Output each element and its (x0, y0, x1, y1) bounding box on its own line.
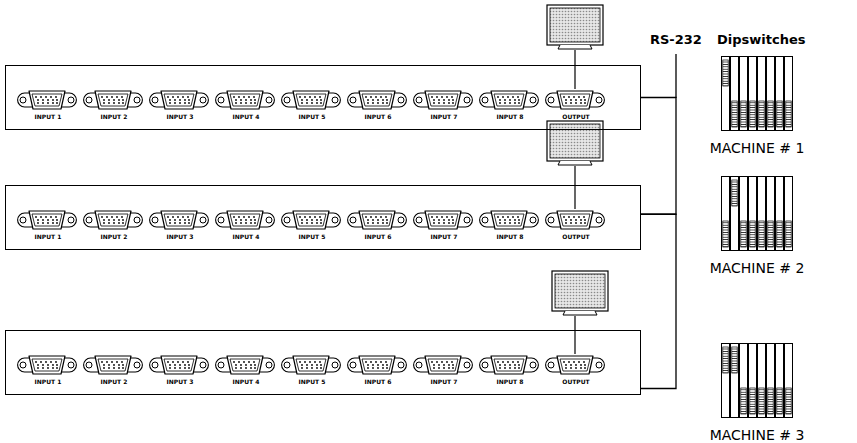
port-label: INPUT 4 (213, 378, 279, 385)
port-label: INPUT 6 (345, 378, 411, 385)
port-label: INPUT 2 (81, 113, 147, 120)
port-label: OUTPUT (543, 113, 609, 120)
rs232-line (641, 214, 676, 388)
port-label: INPUT 3 (147, 378, 213, 385)
port-label: OUTPUT (543, 378, 609, 385)
switcher-unit: INPUT 1INPUT 2INPUT 3INPUT 4INPUT 5INPUT… (5, 330, 641, 395)
port-label: INPUT 4 (213, 233, 279, 240)
port-label: INPUT 8 (477, 378, 543, 385)
port-label: INPUT 1 (15, 113, 81, 120)
port-label: INPUT 7 (411, 113, 477, 120)
port-label: INPUT 2 (81, 378, 147, 385)
machine-label: MACHINE # 3 (701, 427, 813, 443)
machine-label: MACHINE # 1 (701, 140, 813, 156)
port-label: INPUT 2 (81, 233, 147, 240)
port-label: INPUT 6 (345, 113, 411, 120)
port-label: INPUT 5 (279, 378, 345, 385)
port-label: INPUT 5 (279, 113, 345, 120)
dipswitch-block: MACHINE # 3 (721, 343, 793, 443)
dipswitch-block: MACHINE # 1 (721, 56, 793, 156)
vga-connector (18, 356, 605, 374)
port-label: INPUT 3 (147, 113, 213, 120)
switcher-unit: INPUT 1INPUT 2INPUT 3INPUT 4INPUT 5INPUT… (5, 65, 641, 130)
column-heading: Dipswitches (715, 32, 808, 47)
port-label: INPUT 7 (411, 233, 477, 240)
dipswitch-bank (722, 57, 793, 131)
port-label: INPUT 6 (345, 233, 411, 240)
vga-connector (18, 91, 605, 109)
vga-connector (18, 211, 605, 229)
dipswitch-block: MACHINE # 2 (721, 176, 793, 276)
port-label: OUTPUT (543, 233, 609, 240)
dipswitch-bank (722, 344, 793, 418)
machine-label: MACHINE # 2 (701, 260, 813, 276)
monitor (547, 5, 608, 354)
port-label: INPUT 1 (15, 378, 81, 385)
bus-line (675, 54, 676, 98)
port-label: INPUT 1 (15, 233, 81, 240)
dipswitch-bank (722, 177, 793, 251)
port-label: INPUT 7 (411, 378, 477, 385)
rs232-line (641, 98, 676, 215)
port-label: INPUT 8 (477, 233, 543, 240)
port-label: INPUT 8 (477, 113, 543, 120)
port-label: INPUT 5 (279, 233, 345, 240)
port-label: INPUT 4 (213, 113, 279, 120)
port-label: INPUT 3 (147, 233, 213, 240)
bus-label: RS-232 (648, 32, 704, 47)
switcher-unit: INPUT 1INPUT 2INPUT 3INPUT 4INPUT 5INPUT… (5, 185, 641, 250)
